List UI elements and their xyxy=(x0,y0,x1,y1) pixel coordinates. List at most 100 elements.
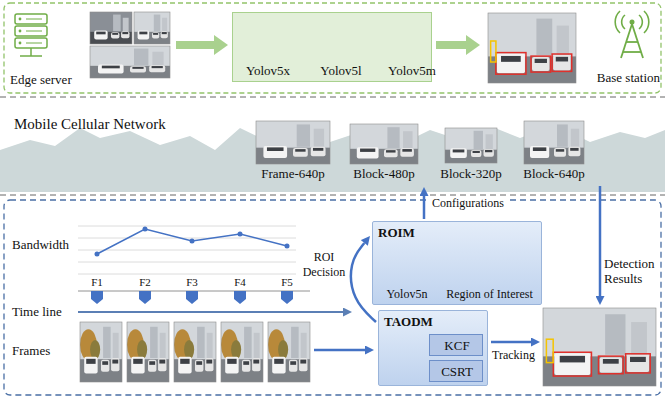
frame-marker xyxy=(91,291,103,304)
photo-car-window xyxy=(402,149,412,152)
photo-car xyxy=(554,353,590,375)
photo-car xyxy=(101,360,109,372)
photo xyxy=(174,322,216,382)
photo-frame xyxy=(268,322,310,382)
photo-car-window xyxy=(102,66,120,69)
block-image: Block-640p xyxy=(514,120,594,184)
photo xyxy=(524,121,584,164)
photo-building xyxy=(474,131,483,149)
chart-gridline xyxy=(78,226,296,227)
photo-car-window xyxy=(159,360,165,364)
photo-car-window xyxy=(133,359,142,364)
photo xyxy=(90,12,132,44)
chart-gridline xyxy=(78,238,296,239)
photo-car xyxy=(497,54,525,74)
detection-box xyxy=(626,354,651,373)
photo-car xyxy=(627,355,650,372)
photo-frame xyxy=(543,308,656,386)
time-line-arrow xyxy=(78,311,343,313)
photo-building xyxy=(605,314,625,355)
detection-box xyxy=(496,53,526,75)
edge-panel xyxy=(4,3,661,93)
photo-car xyxy=(483,149,493,157)
base-station: Base station xyxy=(484,8,662,92)
photo-car-window xyxy=(473,151,480,153)
photo-frame xyxy=(256,121,330,164)
photo-car xyxy=(158,358,166,371)
photo-sky xyxy=(134,12,170,44)
server-slot xyxy=(26,31,42,32)
photo-sky xyxy=(350,124,418,164)
bandwidth-point xyxy=(190,239,195,244)
cellular-network-mountains xyxy=(0,125,665,192)
photo-building xyxy=(207,333,213,358)
text-label: Frames xyxy=(12,343,50,358)
node-label: Edge server xyxy=(10,72,72,87)
photo-frame xyxy=(350,124,418,164)
photo-car-window xyxy=(295,149,305,152)
server-stand xyxy=(30,48,32,56)
photo-car-window xyxy=(453,149,465,152)
bandwidth-point xyxy=(95,252,100,257)
photo xyxy=(445,128,497,163)
photo-car-window xyxy=(180,359,189,364)
algorithm-box: KCF xyxy=(429,334,483,356)
photo-car xyxy=(532,57,550,71)
photo-car xyxy=(84,357,97,374)
photo-car-window xyxy=(196,361,202,365)
photo-car-window xyxy=(313,148,323,151)
radio-wave xyxy=(615,11,620,33)
photo-sky xyxy=(127,322,169,382)
photo-sky xyxy=(524,121,584,164)
node-label: Block-480p xyxy=(353,166,414,181)
photo-tree xyxy=(231,340,241,359)
photo-building xyxy=(291,327,299,358)
photo-car-window xyxy=(360,149,375,152)
photo-car xyxy=(554,148,566,157)
photo-car xyxy=(130,66,146,72)
photo-building xyxy=(314,129,324,147)
photo-car xyxy=(553,55,571,70)
photo-car-window xyxy=(386,150,396,152)
edge-server: Edge server xyxy=(6,8,172,92)
base-station-icon xyxy=(615,11,649,58)
photo-tree xyxy=(278,340,288,359)
radio-wave xyxy=(639,15,642,29)
photo-building xyxy=(150,327,158,358)
photo-car xyxy=(242,360,250,372)
detection-box xyxy=(491,41,496,62)
photo-frame xyxy=(445,128,497,163)
photo-building xyxy=(162,18,167,31)
photo-car xyxy=(161,31,168,38)
photo-frame xyxy=(80,322,122,382)
node-label: Base station xyxy=(597,70,660,85)
photo xyxy=(90,46,170,78)
detection-box xyxy=(553,352,591,376)
photo-car xyxy=(600,357,623,373)
connector xyxy=(436,41,466,49)
photo-car xyxy=(384,149,398,157)
server-light xyxy=(19,18,22,21)
photo-car-window xyxy=(267,147,284,151)
photo-car-window xyxy=(243,361,249,365)
node-label: Block-640p xyxy=(523,166,584,181)
photo-car xyxy=(111,32,119,38)
photo-car xyxy=(121,31,129,38)
photo xyxy=(221,322,263,382)
photo-building xyxy=(113,333,119,358)
photo-car-window xyxy=(227,359,236,364)
photo-car-window xyxy=(152,66,163,68)
photo-building xyxy=(486,134,493,149)
bandwidth-point xyxy=(285,244,290,249)
text-label: F5 xyxy=(281,275,293,290)
photo-tree xyxy=(90,340,100,359)
photo-building xyxy=(387,127,399,148)
photo-car xyxy=(293,148,308,157)
server-stand xyxy=(20,55,42,57)
photo-sky xyxy=(80,322,122,382)
block-image: Block-480p xyxy=(340,120,428,184)
node-label: KCF xyxy=(444,338,469,353)
node-label: Region of Interest xyxy=(446,287,533,302)
photo-car xyxy=(299,358,307,371)
